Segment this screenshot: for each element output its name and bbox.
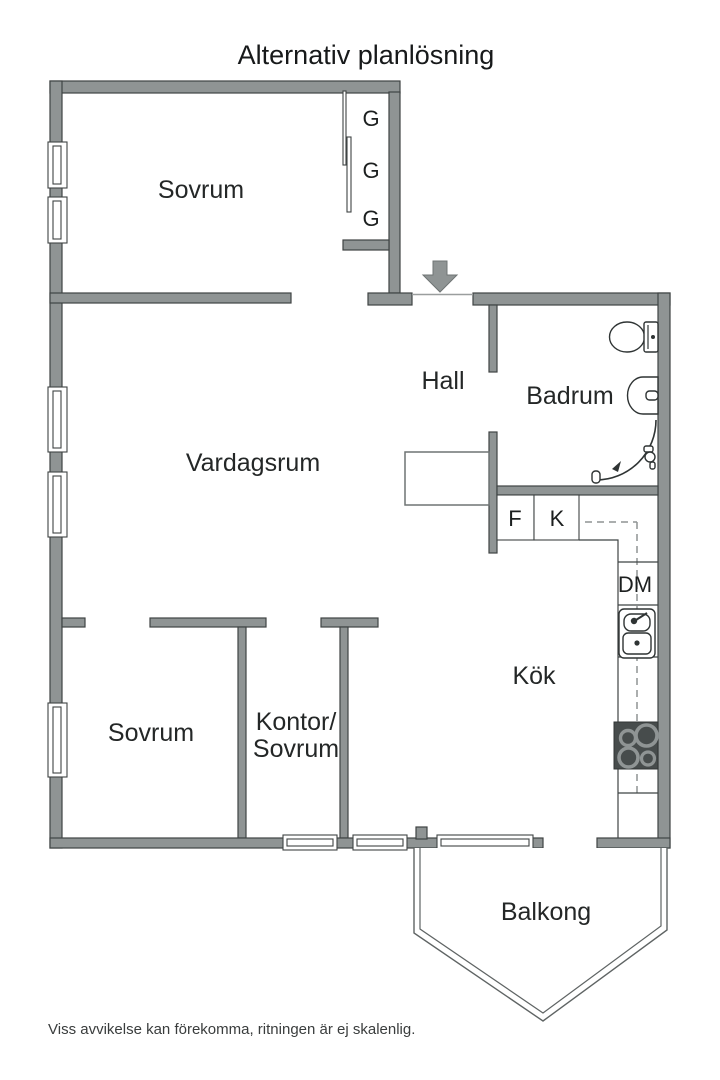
labels: Alternativ planlösning Sovrum Vardagsrum… [48,40,652,1038]
page-title: Alternativ planlösning [238,40,495,70]
dishwasher-label: DM [618,572,652,597]
room-label-living-room: Vardagsrum [186,449,320,477]
window-icon [47,141,68,189]
freezer-label: K [550,506,565,531]
wall-bottom-right [596,837,671,849]
room-label-office-line1: Kontor/ [256,708,337,736]
fridge-cabinet [496,494,535,541]
room-label-bedroom-bottom: Sovrum [108,719,194,747]
wall-closet-right [388,91,401,294]
balcony-outline [413,848,668,1022]
wall-hall-bathroom-upper [488,304,498,373]
room-label-office-line2: Sovrum [253,735,339,763]
wardrobe-label-1: G [362,106,379,131]
wardrobe-door [342,90,347,166]
hall-closet [404,451,490,506]
toilet-icon [608,321,659,353]
wall-right [657,292,671,849]
wall-bathroom-bottom [496,485,659,496]
wall-top [49,80,401,94]
freezer-cabinet [533,494,580,541]
wall-rightsection-top [472,292,671,306]
counter-cell-lines [618,561,658,794]
shower-icon [591,419,657,484]
room-label-bathroom: Badrum [526,382,614,410]
disclaimer-text: Viss avvikelse kan förekomma, ritningen … [48,1021,415,1038]
window-icon [436,834,534,851]
wall-livingroom-top [49,292,292,304]
stove-icon [613,721,659,770]
wall-bedroom2-top [149,617,267,628]
window-icon [47,196,68,244]
window-icon [47,386,68,453]
wall-office-top-stub [320,617,379,628]
bathroom-sink-icon [626,376,659,415]
counter-edge [579,539,619,838]
room-label-kitchen: Kök [512,662,556,690]
wardrobe-doors [342,90,352,213]
wall-hall-bathroom-lower [488,431,498,554]
window-icon [282,834,338,851]
room-label-balcony: Balkong [501,898,591,926]
windows [47,141,534,851]
wall-entry-foot [367,292,413,306]
wall-pier [415,826,428,840]
entrance [412,260,473,296]
wall-office-right [339,626,349,839]
window-icon [47,471,68,538]
window-icon [352,834,408,851]
wardrobe-door [346,136,352,213]
wall-bedroom2-office [237,626,247,839]
window-icon [47,702,68,778]
wardrobe-label-2: G [362,158,379,183]
kitchen-sink-icon [618,608,656,659]
room-label-hall: Hall [421,367,464,395]
fridge-label: F [508,506,521,531]
entrance-arrow-icon [421,260,459,293]
room-label-bedroom-top: Sovrum [158,176,244,204]
wall-closet-stub [342,239,390,251]
wardrobe-label-3: G [362,206,379,231]
wall-stub-left [61,617,86,628]
